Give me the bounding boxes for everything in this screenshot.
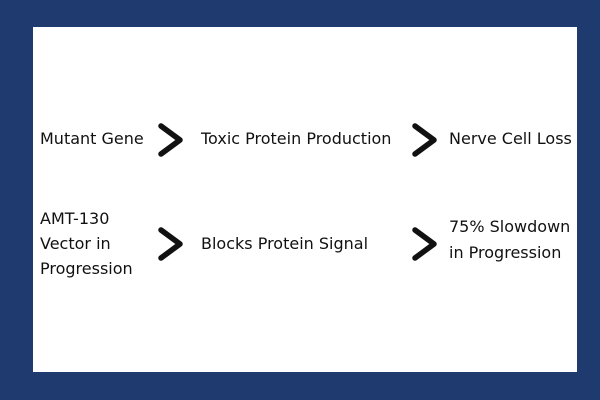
row2-step1-line3: Progression [40,259,133,278]
row1-step3-label: Nerve Cell Loss [449,129,572,148]
row2-step1-line1: AMT-130 [40,209,110,228]
chevron-right-icon [156,122,186,158]
row1-step1-label: Mutant Gene [40,129,144,148]
chevron-right-icon [156,226,186,262]
chevron-right-icon [410,226,440,262]
row2-step1-line2: Vector in [40,234,111,253]
content-panel [33,27,577,372]
row2-step2-label: Blocks Protein Signal [201,234,369,253]
row1-step2-label: Toxic Protein Production [201,129,392,148]
row2-step3-line1: 75% Slowdown [449,217,571,236]
chevron-right-icon [410,122,440,158]
row2-step3-line2: in Progression [449,243,562,262]
